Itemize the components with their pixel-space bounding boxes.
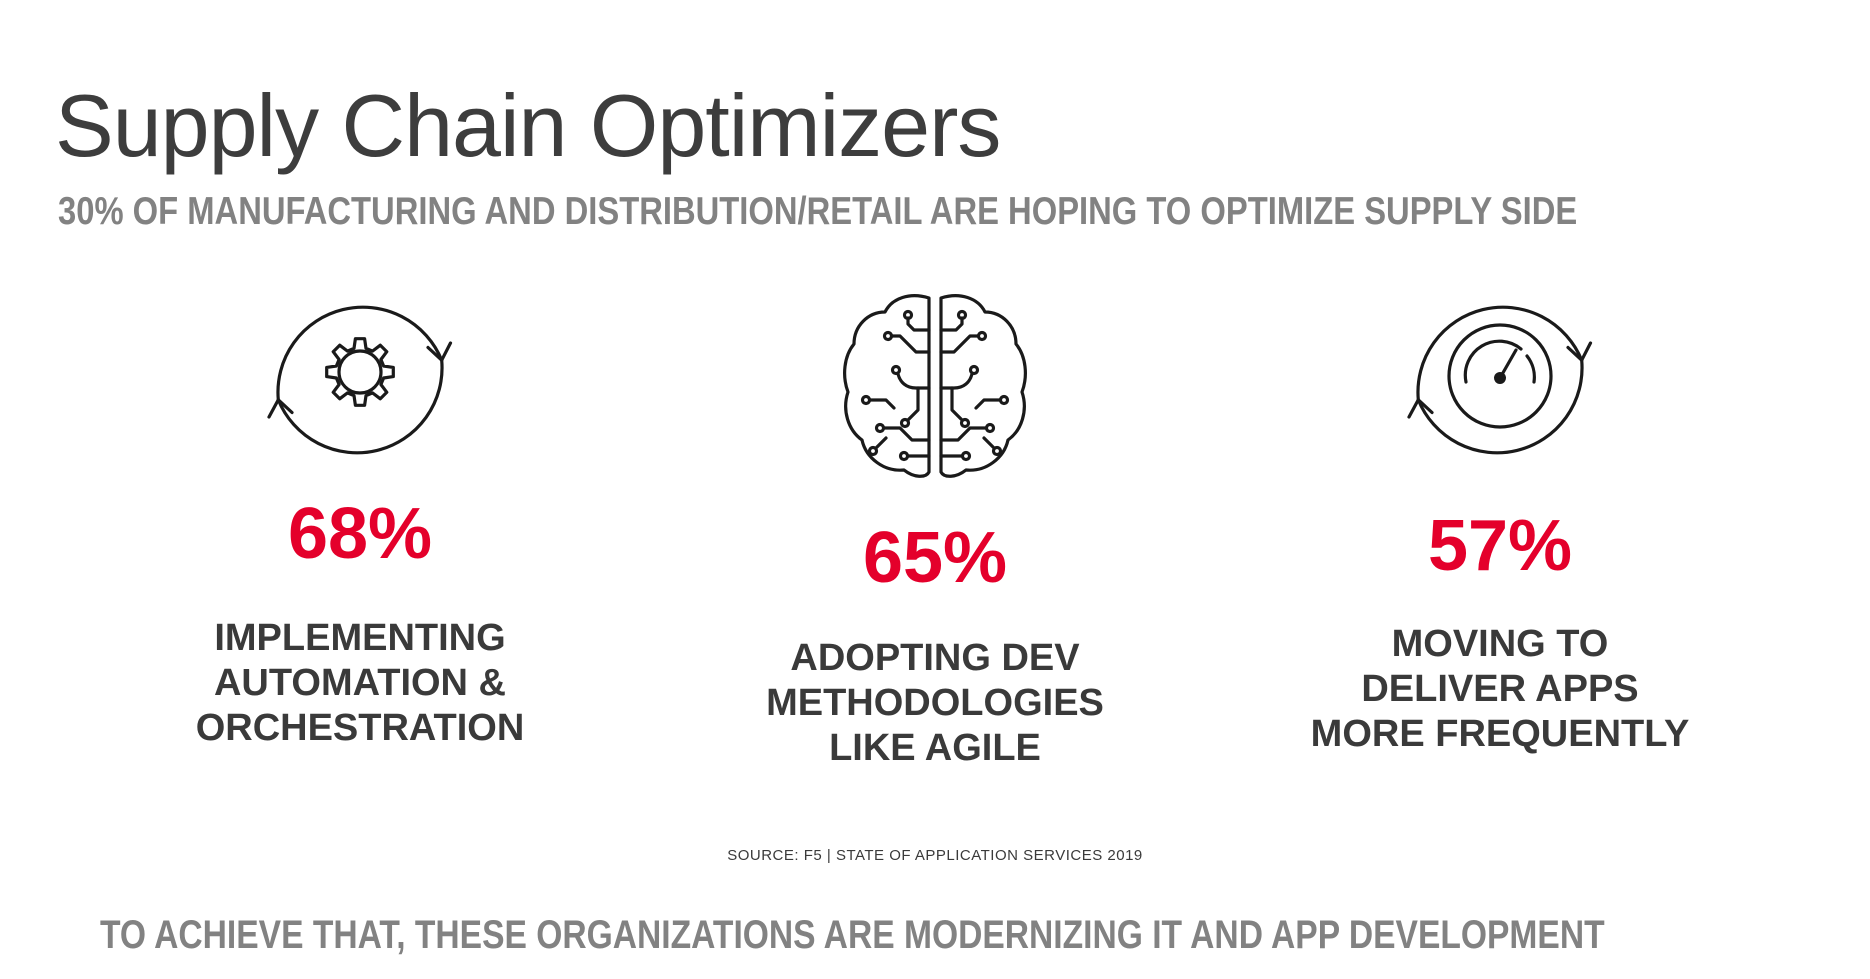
description-line: AUTOMATION & [213, 662, 506, 704]
description-line: ADOPTING DEV [790, 637, 1080, 679]
stat-value-automation: 68% [287, 494, 433, 574]
stat-column-delivery: 57% MOVING TO DELIVER APPS MORE FREQUENT… [1220, 290, 1780, 757]
page-subtitle: 30% OF MANUFACTURING AND DISTRIBUTION/RE… [58, 190, 1578, 233]
description-line: IMPLEMENTING [214, 617, 506, 659]
stat-description-delivery: MOVING TO DELIVER APPS MORE FREQUENTLY [1220, 622, 1780, 757]
stat-description-automation: IMPLEMENTING AUTOMATION & ORCHESTRATION [80, 616, 640, 751]
description-line: DELIVER APPS [1361, 668, 1639, 710]
description-line: MORE FREQUENTLY [1310, 713, 1690, 755]
stat-description-agile: ADOPTING DEV METHODOLOGIES LIKE AGILE [655, 636, 1215, 771]
page-title: Supply Chain Optimizers [55, 76, 1001, 175]
stat-value-delivery: 57% [1427, 506, 1573, 586]
gear-cycle-icon [267, 305, 453, 455]
stat-column-agile: 65% ADOPTING DEV METHODOLOGIES LIKE AGIL… [655, 290, 1215, 771]
description-line: ORCHESTRATION [195, 707, 525, 749]
description-line: MOVING TO [1391, 623, 1609, 665]
stat-column-automation: 68% IMPLEMENTING AUTOMATION & ORCHESTRAT… [80, 290, 640, 751]
description-line: METHODOLOGIES [766, 682, 1104, 724]
source-citation: SOURCE: F5 | STATE OF APPLICATION SERVIC… [727, 847, 1143, 864]
speedometer-cycle-icon [1407, 305, 1593, 455]
footer-text: TO ACHIEVE THAT, THESE ORGANIZATIONS ARE… [100, 913, 1605, 957]
description-line: LIKE AGILE [829, 727, 1041, 769]
brain-circuit-icon [843, 294, 1027, 478]
stat-value-agile: 65% [862, 518, 1008, 598]
